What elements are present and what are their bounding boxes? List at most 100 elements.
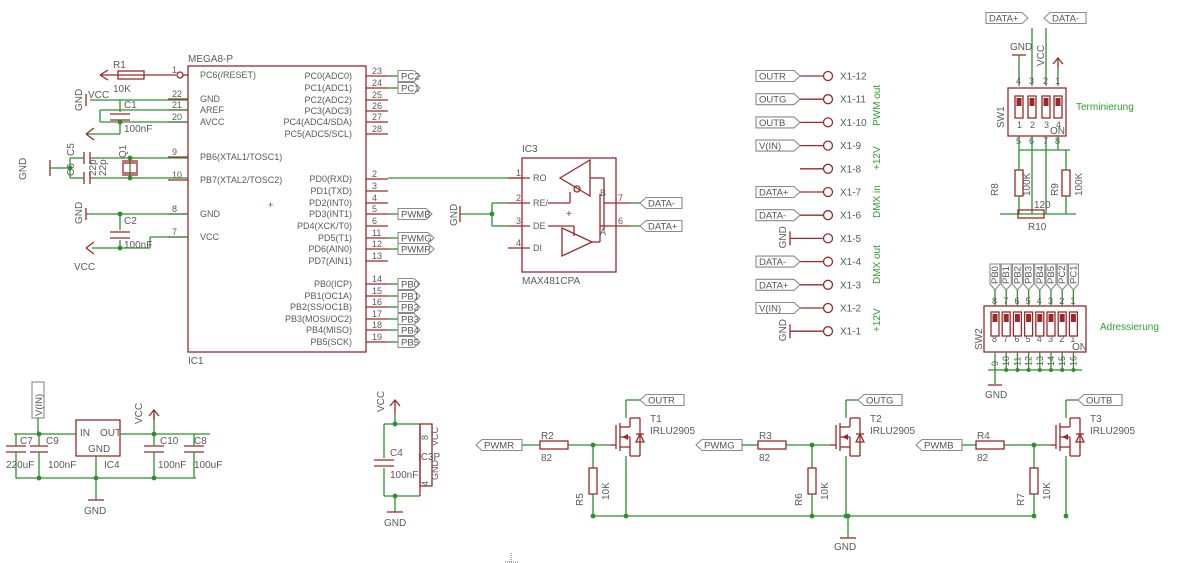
ic1-left-pin-label: PB6(XTAL1/TOSC1) [200, 152, 282, 162]
r9-label: R9 [1050, 183, 1061, 196]
ic3-pin-label: RE/ [533, 198, 549, 208]
ic1-right-pin-num: 4 [372, 193, 377, 203]
crystal-circuit: GND C5 22p C6 22p Q1 [18, 143, 188, 184]
ic1-left-pin-num: 1 [172, 65, 177, 75]
connector-net-tag: V(IN) [755, 139, 801, 152]
mosfet-output-tag-text: OUTB [1086, 396, 1112, 407]
addr-gnd-label: GND [985, 390, 1007, 401]
mosfet-input-tag-text: PWMB [924, 441, 954, 452]
addr-tag-text: PB3 [1024, 266, 1035, 284]
ic1-right-pin-label: PB2(SS/OC1B) [290, 302, 352, 312]
connector-net-tag-text: DATA+ [759, 188, 789, 199]
sw1-top-num: 4 [1016, 76, 1021, 86]
tag-pb0: PB0 [397, 277, 421, 291]
connector-pin[interactable]: DATA-X1-6 [755, 209, 862, 222]
ic1-right-pin-label: PB0(ICP) [314, 279, 352, 289]
ic3-gnd-label: GND [449, 204, 460, 226]
mosfet-input-tag: PWMG [695, 438, 743, 452]
note-pwm-out: PWM out [872, 85, 883, 126]
r8-value: 100K [1022, 172, 1033, 196]
ic3-pin-label: DI [533, 243, 542, 253]
ic1-left-pin-num: 20 [172, 112, 182, 122]
ic1-right-pin-label: PD5(T1) [318, 233, 352, 243]
connector-pin[interactable]: DATA+X1-7 [755, 185, 862, 199]
sw1-top-num: 3 [1029, 76, 1034, 86]
ic3-pin-num: 4 [516, 238, 521, 248]
ic4-gnd: GND [88, 444, 110, 455]
vcc-label-top: VCC [88, 90, 109, 101]
addr-tag-text: PB5 [1046, 266, 1057, 284]
ic4-ref: IC4 [104, 460, 120, 471]
sw2-top-num: 3 [1048, 296, 1053, 306]
sw2-top-num: 5 [1026, 296, 1031, 306]
sw2-key-num: 1 [1070, 334, 1075, 344]
ic3-pin-num: 7 [618, 193, 623, 203]
note-dmx-out: DMX out [872, 245, 883, 284]
connector-pin[interactable]: DATA+X1-3 [755, 278, 862, 291]
ic1-left-pin-label: AVCC [200, 117, 225, 127]
sw2-top-num: 6 [1014, 296, 1019, 306]
ic3-ref: IC3 [522, 144, 538, 155]
tag-pb2: PB2 [397, 300, 421, 314]
addr-tag: PB1 [1000, 263, 1012, 291]
connector-pin[interactable]: X1-8 [800, 163, 862, 175]
sw2-bot-num: 15 [1057, 356, 1067, 366]
ic2-ref: IC3P [418, 452, 441, 463]
mosfet-t-value: IRLU2905 [1090, 426, 1135, 437]
gnd-label-mid: GND [74, 202, 85, 224]
sw2-key-num: 5 [1026, 334, 1031, 344]
ic1-right-pin-num: 2 [372, 169, 377, 179]
connector-pin-label: X1-2 [840, 304, 862, 315]
c5-label: C5 [66, 143, 77, 156]
sw1-top-num: 2 [1043, 76, 1048, 86]
connector-net-tag: V(IN) [755, 301, 801, 315]
connector-net-tag-text: OUTB [759, 118, 785, 129]
sw2-bot-num: 9 [990, 361, 1000, 366]
mosfet-rg-value: 10K [1042, 482, 1053, 500]
c7-value: 220uF [6, 460, 34, 471]
connector-gnd-label: GND [778, 226, 789, 248]
connector-net-tag: OUTR [755, 69, 801, 83]
mosfet-output-tag: OUTG [857, 393, 903, 407]
connector-net-tag: DATA+ [755, 185, 801, 199]
ic3-pin-label: RO [533, 173, 547, 183]
sw2-bot-num: 12 [1024, 356, 1034, 366]
sw2-top-num: 7 [1003, 296, 1008, 306]
sw1-key-num: 3 [1044, 120, 1049, 130]
connector-pin[interactable]: V(IN)X1-9 [755, 139, 862, 152]
connector-pin-label: X1-3 [840, 280, 862, 291]
ic1-left-pin-label: GND [200, 94, 221, 104]
c9-value: 100nF [48, 460, 76, 471]
connector-net-tag-text: OUTG [759, 95, 786, 106]
tag-pb3-text: PB3 [401, 315, 419, 326]
addr-tag-text: PC1 [1068, 266, 1079, 284]
ic1-origin-mark: + [268, 200, 273, 210]
connector-pin[interactable]: V(IN) X1-2 [755, 301, 862, 315]
note-dmx-in: DMX in [872, 185, 883, 218]
connector-net-tag: DATA- [755, 255, 801, 268]
connector-net-tag-text: OUTR [759, 72, 786, 83]
ic2-gnd-label: GND [384, 518, 406, 529]
tag-pc1-text: PC1 [401, 84, 419, 95]
tag-term-data-plus: DATA+ [985, 11, 1029, 25]
ic1-left-pin-label: AREF [200, 105, 225, 115]
connector-pin[interactable]: DATA-X1-4 [755, 255, 862, 268]
sw1-top-num: 1 [1055, 76, 1060, 86]
mosfet-t-label: T1 [650, 414, 662, 425]
ic1-right-pin-label: PB4(MISO) [306, 325, 352, 335]
ic3-pin-num: 1 [516, 168, 521, 178]
connector-gnd-label: GND [778, 319, 789, 341]
